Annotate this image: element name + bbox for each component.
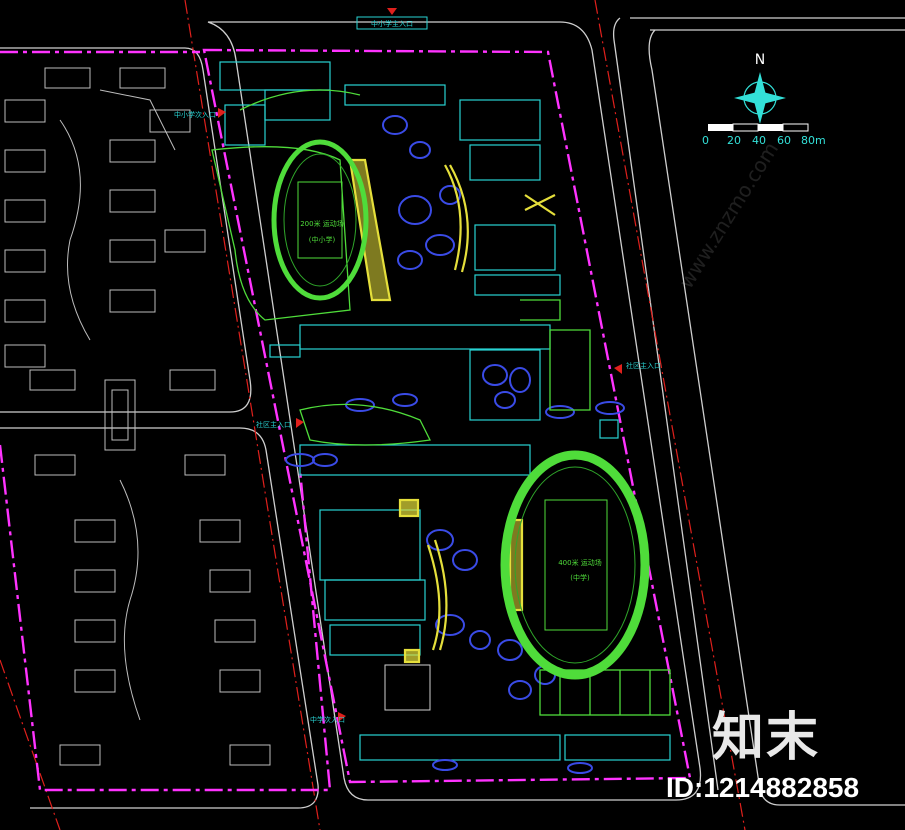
scale-tick: 40: [752, 134, 766, 147]
gate-east-label: 社区主入口: [626, 361, 661, 370]
scale-tick: 60: [777, 134, 791, 147]
gate-west-upper-label: 中小学次入口: [174, 110, 216, 119]
diagonal-watermark: www.znzmo.com: [674, 138, 783, 293]
residential-buildings-west: [4, 67, 271, 766]
gate-west-mid-label: 社区主入口: [256, 420, 291, 429]
running-track-400m: 400米 运动场 (中学): [500, 450, 650, 680]
city-blocks: [0, 17, 905, 809]
school-buildings: [219, 61, 671, 761]
track-200m-sublabel: (中小学): [309, 235, 336, 244]
watermark-logo: 知末: [712, 708, 821, 768]
north-compass-icon: N: [734, 52, 786, 124]
track-400m-label: 400米 运动场: [558, 558, 602, 567]
running-track-200m: 200米 运动场 (中小学): [271, 139, 369, 301]
track-400m-sublabel: (中学): [570, 573, 590, 582]
gate-north-label: 中小学主入口: [371, 19, 413, 28]
track-200m-label: 200米 运动场: [300, 219, 344, 228]
north-label: N: [755, 52, 765, 68]
site-boundaries: [0, 48, 692, 792]
watermark-id: ID:1214882858: [666, 772, 860, 803]
scale-tick: 0: [702, 134, 709, 147]
green-landscape: [211, 89, 671, 716]
yellow-landscape: [348, 158, 556, 711]
scale-tick: 20: [727, 134, 741, 147]
entrances: 中小学主入口 中小学次入口 社区主入口 中学次入口 社区主入口: [174, 8, 661, 724]
gate-west-lower-label: 中学次入口: [310, 715, 345, 724]
scale-tick: 80m: [801, 134, 826, 147]
road-centerlines: [0, 0, 746, 830]
scale-bar: 0 20 40 60 80m: [702, 123, 826, 147]
